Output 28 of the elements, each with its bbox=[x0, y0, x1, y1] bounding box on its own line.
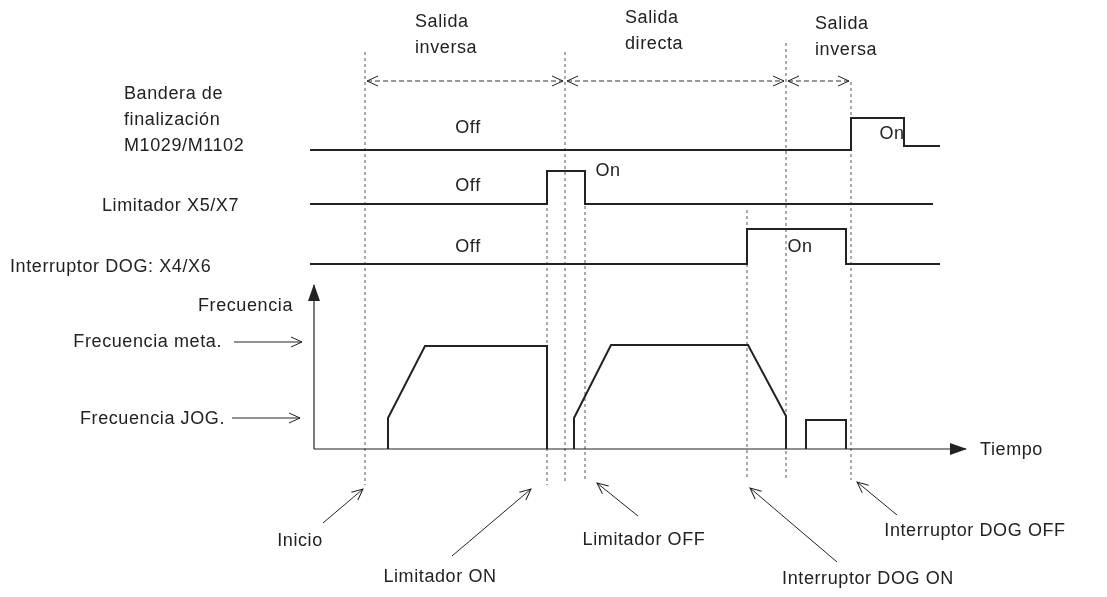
state-text: Off bbox=[455, 235, 481, 258]
leader-line bbox=[233, 336, 303, 348]
state-text: Off bbox=[455, 174, 481, 197]
level-label: Frecuencia meta. bbox=[73, 328, 222, 354]
leader-line bbox=[596, 482, 639, 517]
leader-line bbox=[856, 481, 898, 516]
state-text: On bbox=[595, 159, 621, 182]
level-label: Frecuencia JOG. bbox=[79, 405, 225, 431]
callout-text: Inicio bbox=[277, 527, 323, 553]
signal-name: Limitador X5/X7 bbox=[102, 194, 240, 217]
callout-text: Limitador OFF bbox=[582, 526, 706, 552]
section-heading: Salida inversa bbox=[415, 10, 479, 59]
leader-line bbox=[322, 488, 364, 524]
signal-name: Bandera de finalización M1029/M1102 bbox=[124, 82, 246, 157]
state-text: On bbox=[879, 122, 905, 145]
section-heading: Salida inversa bbox=[815, 12, 879, 61]
leader-line bbox=[231, 412, 301, 424]
state-text: On bbox=[787, 235, 813, 258]
section-heading: Salida directa bbox=[625, 6, 685, 55]
callout-text: Interruptor DOG OFF bbox=[884, 517, 1066, 543]
callout-text: Interruptor DOG ON bbox=[782, 565, 954, 591]
leader-line bbox=[451, 488, 532, 557]
axis-title: Tiempo bbox=[980, 438, 1043, 461]
axis-title: Frecuencia bbox=[197, 294, 293, 317]
signal-name: Interruptor DOG: X4/X6 bbox=[10, 255, 212, 278]
leader-line bbox=[749, 487, 838, 563]
state-text: Off bbox=[455, 116, 481, 139]
callout-text: Limitador ON bbox=[383, 563, 497, 589]
